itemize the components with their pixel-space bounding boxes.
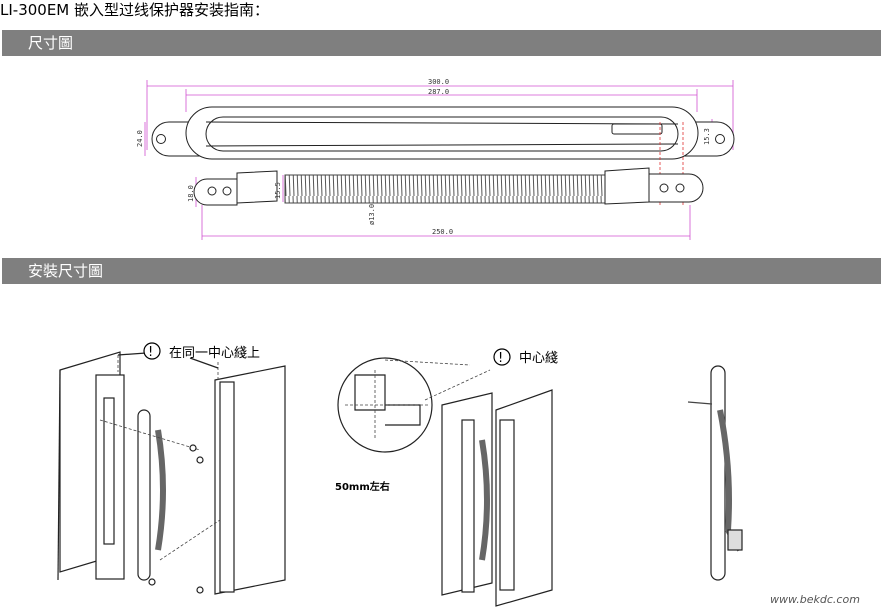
dim-height-right: 15.3 <box>703 128 711 145</box>
install-diagram-middle <box>337 357 553 607</box>
dim-spring-dia: ø13.0 <box>368 204 376 225</box>
dim-height-left: 24.0 <box>136 130 144 147</box>
dimension-drawing <box>144 80 735 240</box>
dim-spring-length: 250.0 <box>432 228 453 236</box>
watermark: www.bekdc.com <box>770 593 860 606</box>
note-marker-2: ! <box>498 351 503 366</box>
note-same-centerline: 在同一中心綫上 <box>169 346 260 361</box>
note-marker-1: ! <box>148 345 153 360</box>
note-offset-50mm: 50mm左右 <box>335 480 390 493</box>
section-bar-dimension-drawing: 尺寸圖 <box>2 30 881 56</box>
dim-cap-height: 15.5 <box>274 182 282 199</box>
page-title: LI-300EM 嵌入型过线保护器安装指南： <box>0 1 270 19</box>
section-bar-install-dimension: 安裝尺寸圖 <box>2 258 881 284</box>
dim-overall-length: 300.0 <box>428 78 449 86</box>
note-centerline: 中心綫 <box>519 351 558 366</box>
install-diagram-right <box>687 365 743 581</box>
note-marker-icon <box>143 342 161 360</box>
install-diagram-left <box>57 351 286 595</box>
note-marker-icon-2 <box>493 348 511 366</box>
dim-inner-length: 287.0 <box>428 88 449 96</box>
dim-end-height: 18.0 <box>187 185 195 202</box>
